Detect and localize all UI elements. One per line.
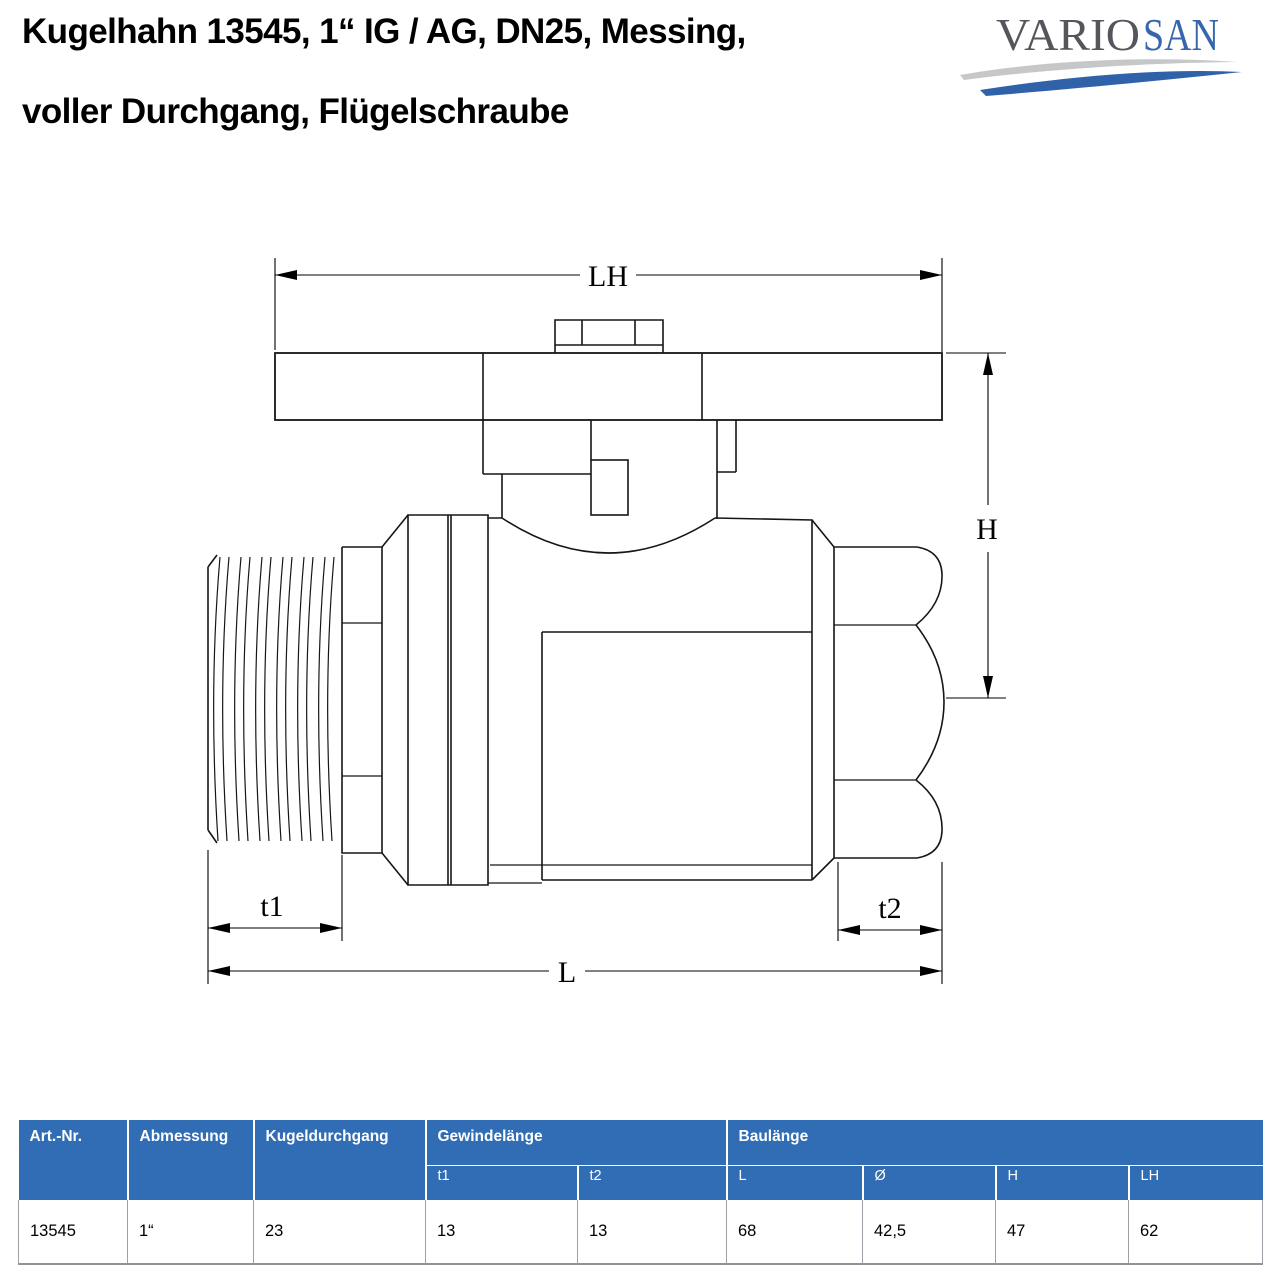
dim-label-lh: LH <box>588 260 628 293</box>
cell-t1: 13 <box>425 1200 578 1265</box>
cell-kugeldurchgang: 23 <box>253 1200 426 1265</box>
logo-text-san: SAN <box>1143 9 1219 60</box>
logo-wave-blue-icon <box>980 70 1242 96</box>
sub-header-t1: t1 <box>425 1165 579 1200</box>
variosan-logo: VARIO SAN <box>960 9 1242 96</box>
stem-nut-icon <box>554 319 664 353</box>
col-header-artnr: Art.-Nr. <box>18 1120 129 1200</box>
dimension-lines <box>207 258 1006 984</box>
col-header-baulaenge: Baulänge <box>726 1120 1263 1166</box>
handle-bar <box>274 352 943 421</box>
sub-header-lh: LH <box>1128 1165 1263 1200</box>
sub-header-l: L <box>726 1165 864 1200</box>
col-header-abmessung: Abmessung <box>127 1120 255 1200</box>
cell-artnr: 13545 <box>18 1200 128 1265</box>
cell-abmessung: 1“ <box>127 1200 254 1265</box>
title-line2: voller Durchgang, Flügelschraube <box>22 92 569 131</box>
valve-outline <box>207 319 945 886</box>
dimension-labels: LH H t1 t2 L <box>260 260 998 989</box>
cell-lh: 62 <box>1128 1200 1264 1265</box>
hex-nut-profile-icon <box>915 546 945 859</box>
stem-lock-plate <box>590 459 629 516</box>
male-thread-icon <box>213 556 335 842</box>
title-line1: Kugelhahn 13545, 1“ IG / AG, DN25, Messi… <box>22 12 746 51</box>
cell-h: 47 <box>995 1200 1129 1265</box>
col-header-kugeldurchgang: Kugeldurchgang <box>253 1120 427 1200</box>
table-row: 13545 1“ 23 13 13 68 42,5 47 62 <box>18 1200 1264 1265</box>
dim-label-t2: t2 <box>878 892 901 925</box>
dim-label-h: H <box>976 513 998 546</box>
sub-header-diameter: Ø <box>862 1165 997 1200</box>
cell-diameter: 42,5 <box>862 1200 996 1265</box>
spec-table: Art.-Nr. Abmessung Kugeldurchgang Gewind… <box>18 1120 1264 1265</box>
logo-wave-gray-icon <box>960 59 1238 80</box>
page-title: Kugelhahn 13545, 1“ IG / AG, DN25, Messi… <box>22 12 842 132</box>
sub-header-h: H <box>995 1165 1130 1200</box>
col-header-gewindelaenge: Gewindelänge <box>425 1120 728 1166</box>
dim-label-l: L <box>558 956 576 989</box>
cell-l: 68 <box>726 1200 863 1265</box>
valve-technical-drawing: LH H t1 t2 L <box>207 258 1006 989</box>
dimension-arrows <box>208 270 993 976</box>
sub-header-t2: t2 <box>577 1165 728 1200</box>
logo-text-vario: VARIO <box>996 9 1140 60</box>
cell-t2: 13 <box>577 1200 727 1265</box>
dim-label-t1: t1 <box>260 890 283 923</box>
